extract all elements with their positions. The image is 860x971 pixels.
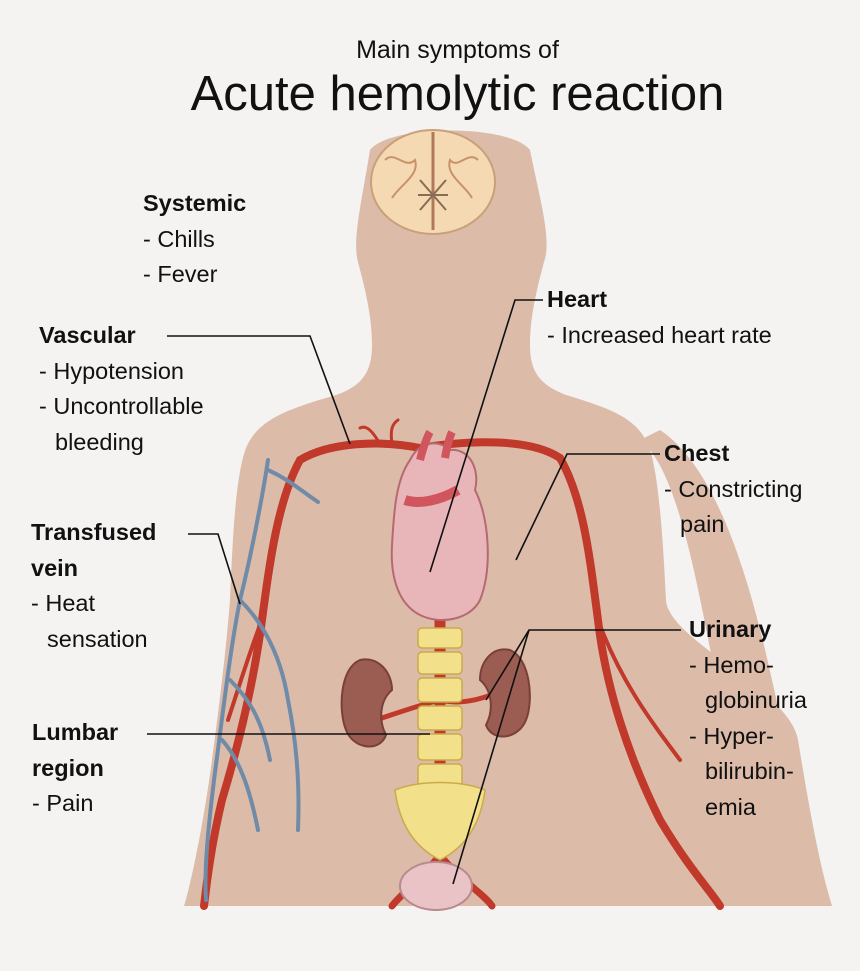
heart-leader <box>429 299 543 573</box>
bladder-illustration <box>399 861 473 911</box>
chest-item: - Constricting <box>664 475 803 502</box>
urinary-heading: Urinary <box>689 616 772 642</box>
chest-group: Chest - Constricting pain <box>664 436 802 543</box>
vascular-group: Vascular - Hypotension - Uncontrollable … <box>39 318 204 460</box>
chest-item: pain <box>680 511 725 537</box>
vascular-leader <box>167 335 351 445</box>
lumbar-heading: region <box>32 754 104 781</box>
systemic-heading: Systemic <box>143 190 247 216</box>
diagram-title: Acute hemolytic reaction <box>190 67 725 121</box>
transfused-heading: Transfused <box>31 519 157 545</box>
spine-illustration <box>394 627 486 861</box>
leader-lines <box>147 299 681 885</box>
systemic-group: Systemic - Chills - Fever <box>143 186 246 293</box>
heart-heading: Heart <box>547 286 608 312</box>
transfused-vein-group: Transfused vein - Heat sensation <box>31 515 156 657</box>
heart-item: - Increased heart rate <box>547 321 772 348</box>
lumbar-region-group: Lumbar region - Pain <box>32 715 118 822</box>
systemic-item: - Fever <box>143 261 218 287</box>
urinary-item: - Hyper- <box>689 722 774 749</box>
transfused-heading: vein <box>31 554 79 581</box>
chest-heading: Chest <box>664 440 730 466</box>
lumbar-heading: Lumbar <box>32 719 119 745</box>
vascular-item: bleeding <box>55 428 144 455</box>
diagram-supertitle: Main symptoms of <box>356 36 559 64</box>
urinary-item: - Hemo- <box>689 651 774 678</box>
urinary-item: globinuria <box>705 687 807 713</box>
brain-illustration <box>370 129 496 235</box>
heart-group: Heart - Increased heart rate <box>547 282 772 353</box>
lumbar-item: - Pain <box>32 790 94 816</box>
right-arm-silhouette <box>640 430 832 906</box>
vascular-heading: Vascular <box>39 322 136 348</box>
transfused-vein-network <box>203 458 320 902</box>
urinary-item: bilirubin- <box>705 758 794 784</box>
vascular-item: - Hypotension <box>39 357 184 384</box>
urinary-item: emia <box>705 793 756 820</box>
heart-illustration <box>390 429 489 621</box>
vascular-item: - Uncontrollable <box>39 393 204 419</box>
urinary-leader <box>452 629 681 885</box>
transfused-item: - Heat <box>31 590 95 616</box>
systemic-item: - Chills <box>143 225 215 252</box>
transfused-leader <box>188 533 241 605</box>
transfused-item: sensation <box>47 625 148 652</box>
urinary-group: Urinary - Hemo- globinuria - Hyper- bili… <box>689 612 807 825</box>
chest-leader <box>515 453 660 561</box>
